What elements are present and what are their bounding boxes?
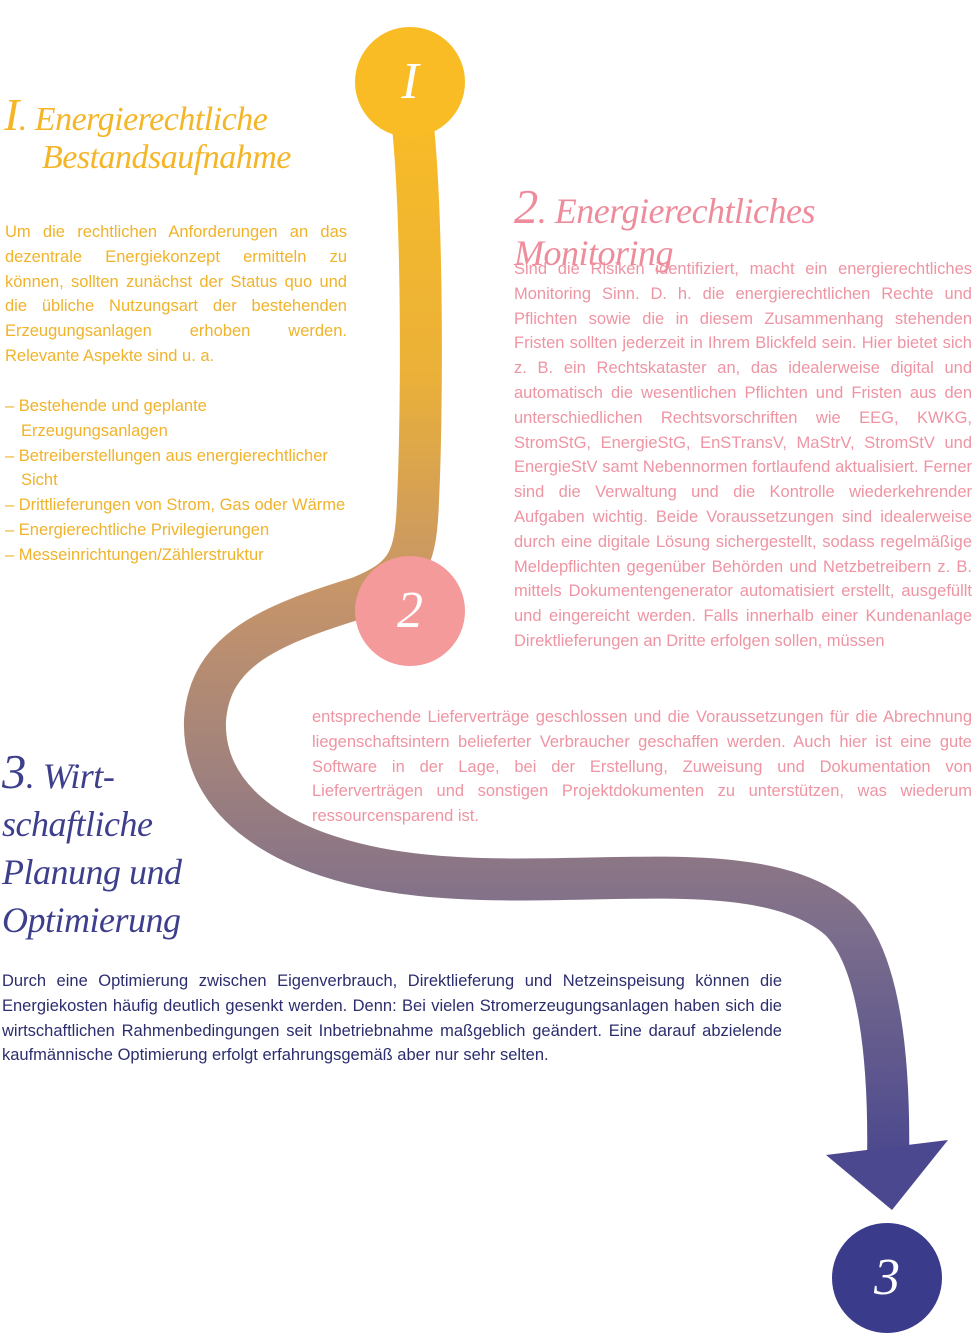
section-3-title-line4: Optimierung xyxy=(2,900,181,940)
section-1-list: Bestehende und geplante Erzeugungsanlage… xyxy=(5,394,355,568)
circle-step-3 xyxy=(832,1223,942,1333)
section-3-title-line1: . Wirt- xyxy=(25,756,115,796)
section-2-title: 2. Energierechtliches Monitoring xyxy=(514,183,964,274)
list-item: Energierechtliche Privilegierungen xyxy=(5,518,355,543)
section-3-title-line2: schaftliche xyxy=(2,804,153,844)
section-1-title-part2: Bestandsaufnahme xyxy=(42,139,291,176)
circle-step-1-label: I xyxy=(401,53,419,110)
circle-step-3-label: 3 xyxy=(874,1249,900,1306)
section-3-number: 3 xyxy=(2,745,26,799)
section-1-intro: Um die rechtlichen Anforderungen an das … xyxy=(5,223,347,365)
circle-step-2-label: 2 xyxy=(397,582,423,639)
section-3-title: 3. Wirt- schaftliche Planung und Optimie… xyxy=(2,748,212,944)
section-1-title: I. Energierechtliche Bestandsaufnahme xyxy=(4,92,364,177)
section-2-paragraph-part1: Sind die Risiken identifiziert, macht ei… xyxy=(514,260,972,650)
circle-step-2 xyxy=(355,556,465,666)
section-2-title-text: . Energierechtliches Monitoring xyxy=(514,191,816,273)
journey-arrowhead xyxy=(826,1140,948,1210)
section-3-paragraph: Durch eine Optimierung zwischen Eigenver… xyxy=(2,972,782,1065)
section-2-number: 2 xyxy=(514,180,538,234)
list-item: Drittlieferungen von Strom, Gas oder Wär… xyxy=(5,493,355,518)
section-3-title-line3: Planung und xyxy=(2,852,182,892)
list-item: Betreiberstellungen aus energierechtlich… xyxy=(5,444,355,494)
section-1-title-part1: . Energierechtliche xyxy=(18,101,268,138)
list-item: Messeinrichtungen/Zählerstruktur xyxy=(5,543,355,568)
section-1-number: I xyxy=(4,89,19,140)
journey-path xyxy=(183,91,910,1166)
section-2-paragraph-part2: entsprechende Lieferverträge geschlossen… xyxy=(312,708,972,826)
circle-step-1 xyxy=(355,27,465,137)
list-item: Bestehende und geplante Erzeugungsanlage… xyxy=(5,394,355,444)
